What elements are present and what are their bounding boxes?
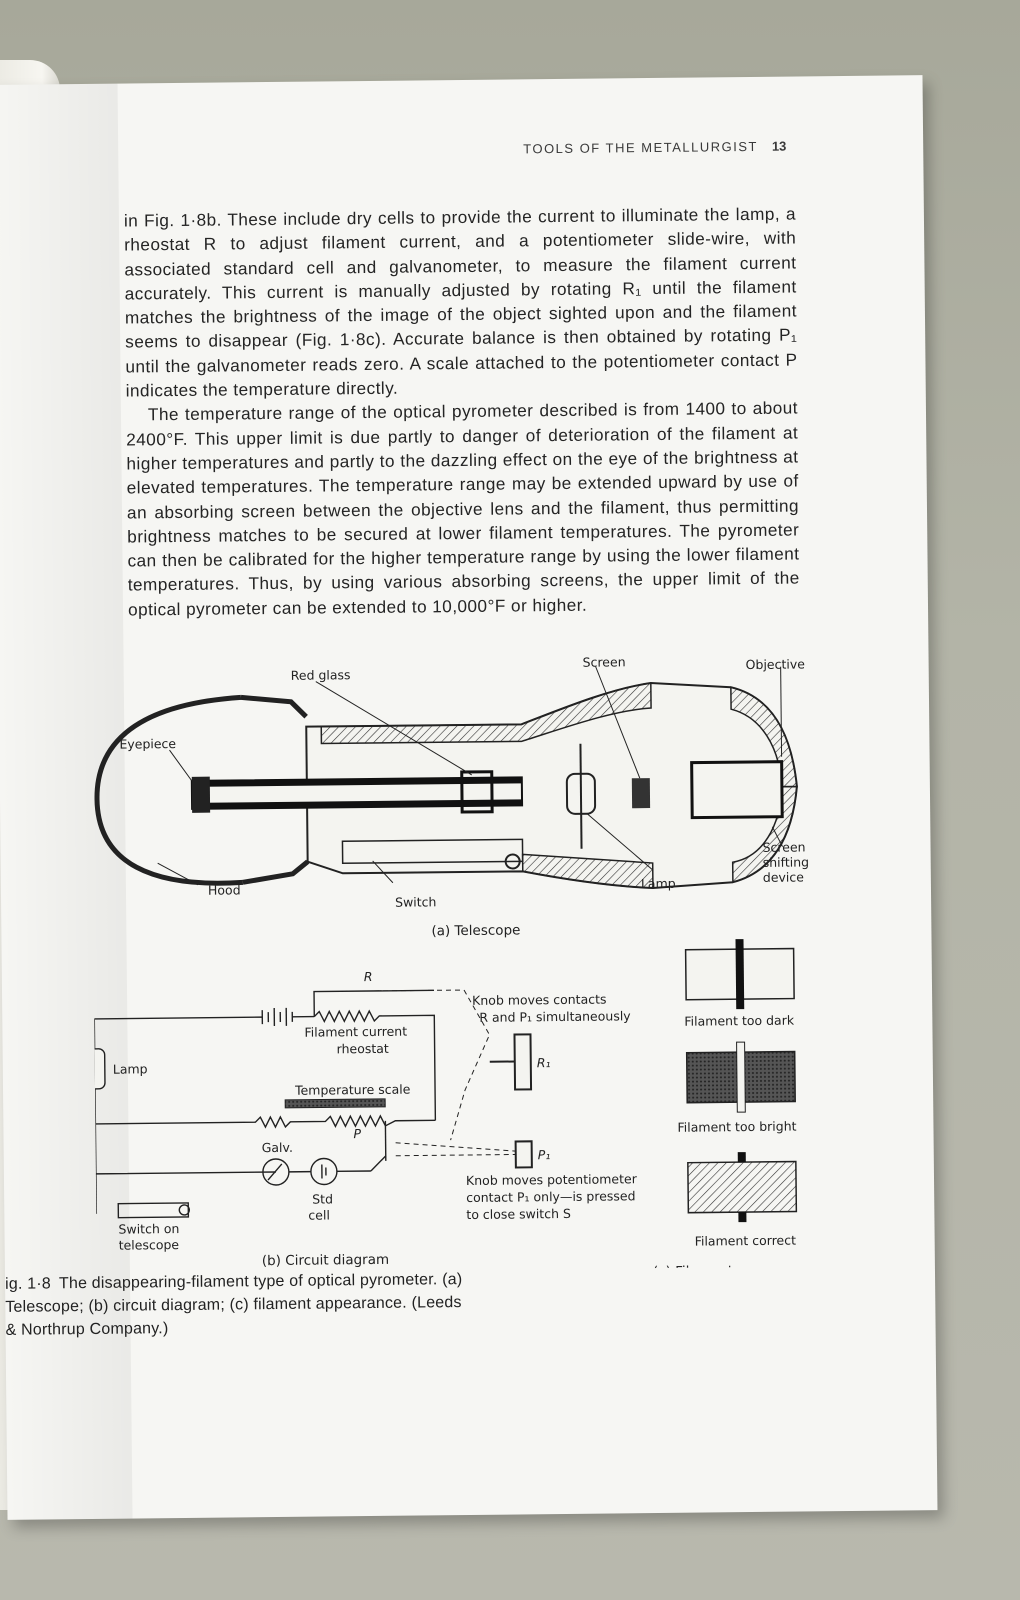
label-screen-shifting-2: shifting [763,854,809,869]
label-std-2: cell [308,1207,330,1222]
label-too-dark: Filament too dark [684,1013,795,1029]
label-telescope: telescope [119,1237,180,1253]
label-p: P [353,1126,361,1141]
knob-p1 [514,1140,533,1169]
label-filament-current-2: rheostat [337,1041,389,1057]
page-number: 13 [771,138,787,154]
figure-number: ig. 1·8 [4,1275,52,1293]
label-galv: Galv. [262,1140,293,1155]
label-knob-pot-3: to close switch S [466,1206,571,1222]
hood-outline [94,694,244,886]
label-r1: R₁ [537,1055,551,1070]
label-knob-contacts-2: R and P₁ simultaneously [479,1008,631,1025]
objective-lens [690,760,784,820]
label-screen-shifting-1: Screen [762,839,805,854]
label-screen-shifting-3: device [763,869,805,884]
red-glass [460,770,494,814]
running-head: TOOLS OF THE METALLURGIST 13 [523,139,786,157]
switch-assembly [341,838,524,865]
label-r: R [364,969,373,984]
caption-circuit: (b) Circuit diagram [262,1252,389,1269]
label-too-bright: Filament too bright [677,1119,796,1135]
figure-1-8: Red glass Screen Objective Eyepiece Hood… [90,646,847,1294]
knob-r1 [513,1033,533,1091]
body-text: in Fig. 1·8b. These include dry cells to… [124,202,800,622]
figure-drawing: Red glass Screen Objective Eyepiece Hood… [90,654,818,1274]
label-correct: Filament correct [695,1233,797,1249]
label-switch-on: Switch on [118,1221,179,1237]
label-knob-pot-2: contact P₁ only—is pressed [466,1188,635,1205]
label-knob-pot-1: Knob moves potentiometer [466,1171,638,1188]
label-switch: Switch [395,894,436,909]
label-lamp: Lamp [641,876,676,891]
paragraph: The temperature range of the optical pyr… [126,397,800,620]
figure-caption-text: The disappearing-filament type of optica… [5,1271,463,1339]
book-page: TOOLS OF THE METALLURGIST 13 in Fig. 1·8b… [0,75,938,1520]
label-eyepiece: Eyepiece [119,736,176,752]
label-lamp: Lamp [113,1061,148,1076]
caption-telescope: (a) Telescope [431,922,520,939]
caption-appearance: (c) Filament appearance [653,1262,818,1274]
circuit-diagram: R Knob moves contacts R and P₁ simultane… [90,969,638,1269]
label-red-glass: Red glass [291,667,351,683]
label-p1: P₁ [538,1147,551,1162]
swatch-correct [687,1160,798,1214]
filament-appearance: Filament too dark Filament too bright Fi… [653,939,818,1274]
running-head-title: TOOLS OF THE METALLURGIST [523,138,758,157]
paragraph: in Fig. 1·8b. These include dry cells to… [123,203,798,401]
label-hood: Hood [208,882,241,897]
screen-element [631,778,651,809]
label-screen: Screen [583,654,626,669]
label-std-1: Std [312,1191,333,1206]
label-knob-contacts-1: Knob moves contacts [472,992,607,1008]
label-filament-current-1: Filament current [304,1024,407,1040]
label-temperature-scale: Temperature scale [294,1082,411,1098]
label-objective: Objective [746,656,806,672]
telescope-drawing: Red glass Screen Objective Eyepiece Hood… [94,654,809,939]
